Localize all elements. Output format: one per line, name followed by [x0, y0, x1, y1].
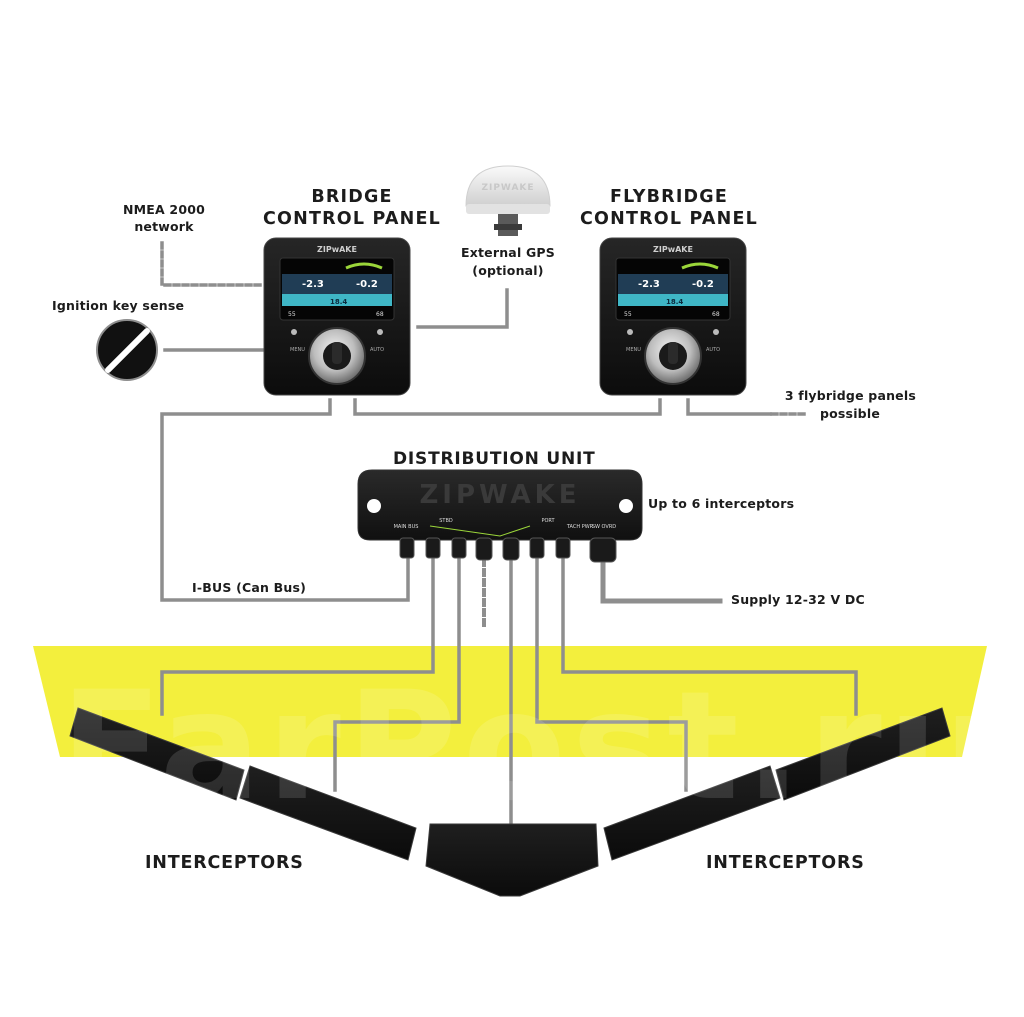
interceptors-left-label: INTERCEPTORS	[145, 853, 304, 873]
lead-port-inner	[535, 558, 688, 792]
ibus-wire	[160, 398, 410, 602]
gps-antenna-icon: ZIPWAKE	[465, 165, 551, 236]
screen-bottom-left: 55	[288, 311, 296, 318]
flybridge-title-line2: CONTROL PANEL	[579, 209, 758, 229]
port-label-tach: TACH PWR	[566, 524, 594, 530]
ignition-label: Ignition key sense	[52, 298, 185, 313]
flybridge-note-line2: possible	[819, 406, 880, 421]
button-auto-label: AUTO	[706, 347, 720, 353]
button-menu-label: MENU	[290, 347, 305, 353]
flybridge-extra-wire	[686, 398, 772, 416]
lead-port-outer	[561, 558, 858, 716]
screen-left-value: -2.3	[302, 279, 324, 290]
distribution-unit-title: DISTRIBUTION UNIT	[393, 449, 596, 469]
interceptor-array	[69, 707, 951, 897]
bridge-title-line2: CONTROL PANEL	[262, 209, 441, 229]
interceptor-2	[239, 765, 417, 861]
supply-wire	[600, 557, 653, 604]
button-menu-label: MENU	[626, 347, 641, 353]
screen-bottom-right: 68	[712, 311, 720, 318]
screen-center-value: 18.4	[666, 298, 683, 306]
interceptor-4	[603, 765, 781, 861]
nmea-wire	[160, 241, 266, 287]
screen-right-value: -0.2	[356, 279, 378, 290]
port-label-main-bus: MAIN BUS	[394, 524, 419, 530]
bridge-panel-title: BRIDGE CONTROL PANEL	[252, 186, 452, 230]
gps-wire	[416, 288, 509, 329]
flybridge-title-line1: FLYBRIDGE	[609, 187, 729, 207]
gps-label: External GPS (optional)	[450, 244, 566, 280]
nmea-label-line1: NMEA 2000	[122, 202, 206, 217]
wiring	[160, 241, 858, 828]
du-connectors	[399, 537, 617, 563]
bridge-title-line1: BRIDGE	[311, 187, 393, 207]
port-label-stbd: STBD	[439, 518, 453, 524]
screen-center-value: 18.4	[330, 298, 347, 306]
nmea-label-line2: network	[134, 219, 194, 234]
supply-label: Supply 12-32 V DC	[731, 592, 865, 607]
distribution-unit: ZIPWAKE MAIN BUS STBD PORT TACH PWR SW O…	[357, 469, 643, 563]
interceptor-3	[425, 823, 599, 897]
flybridge-note: 3 flybridge panels possible	[778, 387, 916, 423]
panel-brand: ZIPwAKE	[317, 245, 357, 254]
ignition-key-icon	[96, 319, 158, 381]
screen-bottom-right: 68	[376, 311, 384, 318]
panel-brand: ZIPwAKE	[653, 245, 693, 254]
interceptor-5	[775, 707, 951, 801]
interceptor-1	[69, 707, 245, 801]
port-label-sw: SW OVRD	[592, 524, 616, 530]
screen-bottom-left: 55	[624, 311, 632, 318]
button-auto-label: AUTO	[370, 347, 384, 353]
ibus-label: I-BUS (Can Bus)	[192, 580, 307, 595]
gps-label-line2: (optional)	[472, 263, 544, 278]
interceptors-right-label: INTERCEPTORS	[706, 853, 865, 873]
port-label-port: PORT	[541, 518, 555, 524]
flybridge-control-panel: ZIPwAKE -2.3 -0.2 18.4 55 68 MENU AUTO	[599, 237, 747, 396]
gps-brand: ZIPWAKE	[481, 183, 534, 193]
bridge-flybridge-wire	[353, 398, 662, 416]
lead-stbd-inner	[333, 558, 461, 792]
nmea-label: NMEA 2000 network	[112, 201, 216, 235]
gps-label-line1: External GPS	[460, 245, 555, 260]
bridge-control-panel: ZIPwAKE -2.3 -0.2 18.4 55 68 MENU AUTO	[263, 237, 411, 396]
screen-right-value: -0.2	[692, 279, 714, 290]
flybridge-panel-title: FLYBRIDGE CONTROL PANEL	[566, 186, 772, 230]
flybridge-note-line1: 3 flybridge panels	[784, 388, 916, 403]
du-brand: ZIPWAKE	[419, 480, 580, 510]
lead-stbd-outer	[160, 558, 435, 716]
interceptors-note: Up to 6 interceptors	[648, 496, 795, 511]
screen-left-value: -2.3	[638, 279, 660, 290]
